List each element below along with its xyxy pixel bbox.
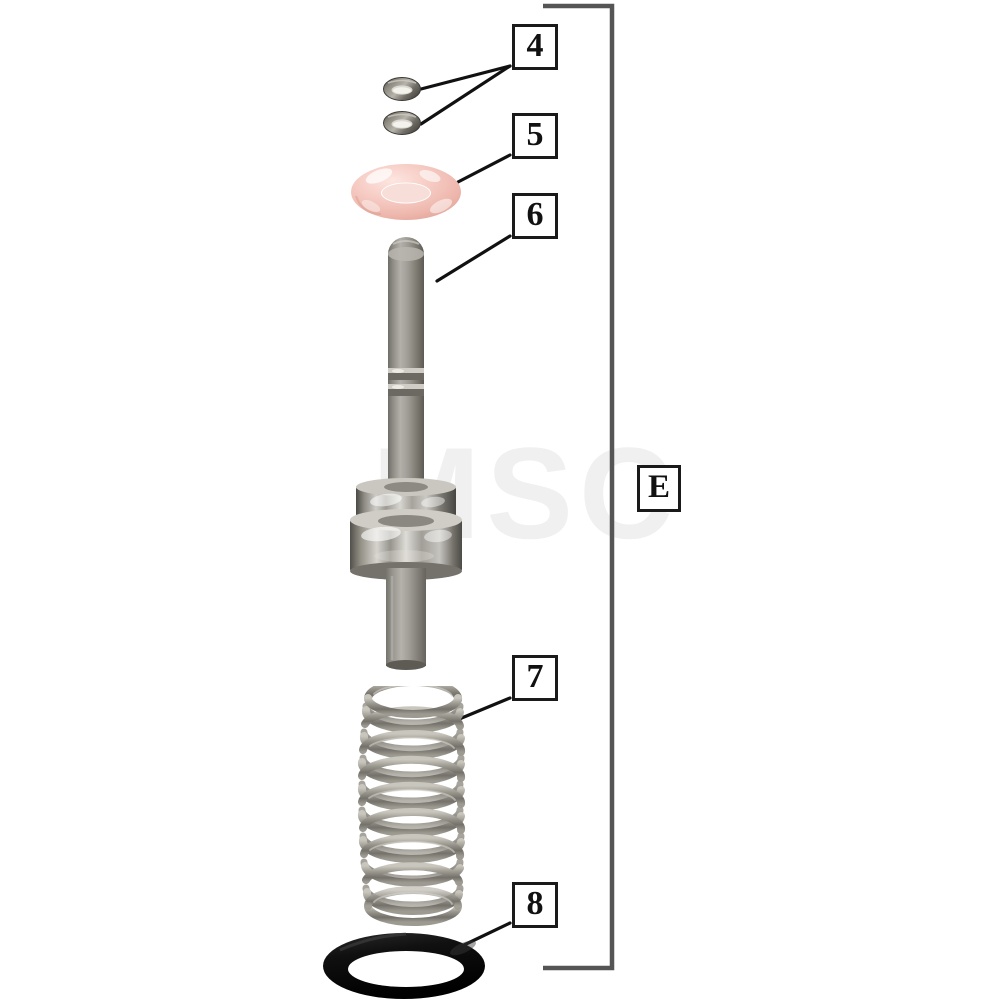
callout-8-label: 8 — [526, 885, 544, 922]
callout-8[interactable]: 8 — [512, 882, 558, 928]
callout-5[interactable]: 5 — [512, 113, 558, 159]
callout-4-label: 4 — [526, 27, 544, 64]
callout-6-label: 6 — [526, 196, 544, 233]
assembly-bracket — [543, 3, 615, 971]
callout-6[interactable]: 6 — [512, 193, 558, 239]
callout-4[interactable]: 4 — [512, 24, 558, 70]
callout-7-label: 7 — [526, 658, 544, 695]
upper-washer — [383, 77, 421, 101]
stem-lower-flange — [350, 509, 462, 580]
coil-spring — [357, 686, 466, 926]
black-o-ring — [323, 932, 485, 999]
pink-o-ring — [351, 164, 461, 220]
valve-stem — [350, 237, 462, 670]
callout-5-label: 5 — [526, 116, 544, 153]
stem-grooves — [388, 368, 424, 396]
callout-E-label: E — [647, 469, 670, 505]
lower-washer — [383, 111, 421, 135]
callout-7[interactable]: 7 — [512, 655, 558, 701]
callout-E[interactable]: E — [637, 465, 681, 512]
